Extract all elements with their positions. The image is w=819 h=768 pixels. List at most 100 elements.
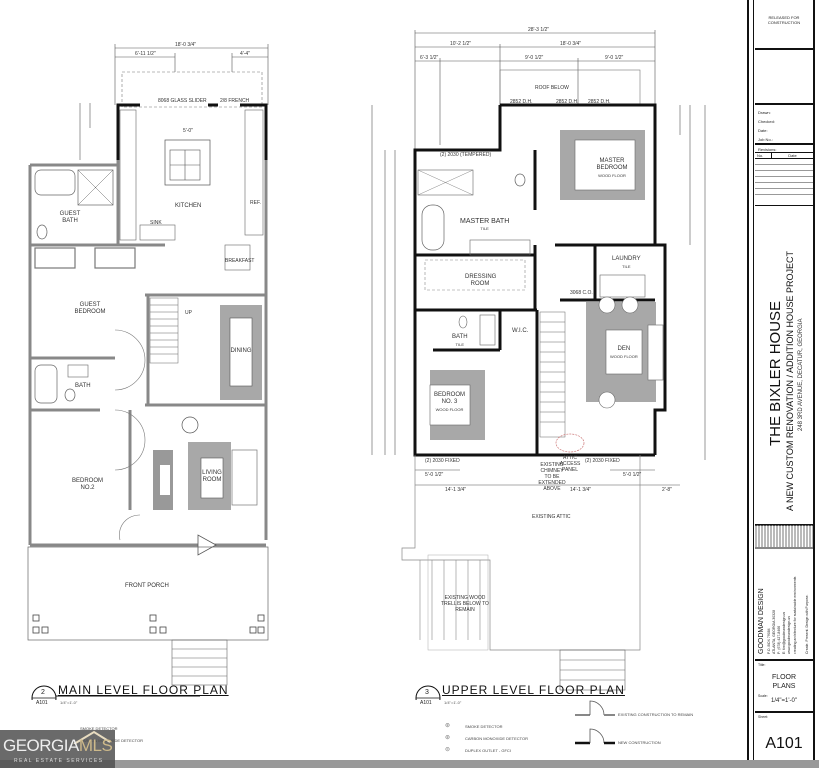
dim-bottom-sub-l: 5'-0 1/2"	[425, 472, 444, 478]
window-5: (2) 2030 FIXED	[425, 458, 460, 464]
release-text: RELEASED FOR CONSTRUCTION	[767, 15, 801, 25]
bottom-bar	[0, 760, 819, 768]
room-master-bath-floor: TILE	[480, 226, 489, 231]
firm-line-3: P: (678) 427-8466	[777, 625, 781, 654]
sheet-title-label: Title:	[758, 663, 766, 667]
room-master-bath: MASTER BATH TILE	[460, 218, 509, 232]
upper-plan-drawing	[371, 30, 706, 700]
field-date: Date:	[758, 128, 768, 133]
opening-slider: 8068 GLASS SLIDER	[158, 98, 207, 104]
dim-left: 6'-11 1/2"	[135, 51, 156, 57]
room-bedroom-3-floor: WOOD FLOOR	[435, 407, 464, 412]
revisions-col-date: Date	[788, 153, 797, 158]
room-bath-upper-name: BATH	[452, 334, 468, 340]
label-ref: REF.	[250, 200, 261, 206]
label-attic-panel: ATTIC ACCESS PANEL	[559, 455, 581, 473]
smoke-detector-icon: ⊛	[445, 723, 451, 729]
window-4: (2) 2030 (TEMPERED)	[440, 152, 492, 158]
brand-georgia: GEORGIA	[3, 736, 79, 755]
legend-smoke: SMOKE DETECTOR	[80, 726, 118, 731]
firm-cell: GOODMAN DESIGN P.O. BOX 79084 ATLANTA, G…	[755, 549, 813, 661]
label-door-3068: 3068 C.O.	[570, 290, 593, 296]
dim-upper-overall: 28'-3 1/2"	[528, 27, 550, 33]
revisions-cell: Revisions: No. Date	[755, 145, 813, 203]
bubble-number: 2	[41, 689, 45, 696]
brand-tagline: REAL ESTATE SERVICES	[14, 758, 104, 764]
room-laundry-floor: TILE	[622, 264, 631, 269]
room-bedroom-3-name: BEDROOM NO. 3	[433, 392, 465, 405]
field-job: Job No.:	[758, 137, 773, 142]
label-sink: SINK	[150, 220, 162, 226]
sheet-number-cell: Sheet: A101	[755, 713, 813, 760]
sheet-number: A101	[765, 735, 803, 752]
room-bedroom-2: BEDROOM NO.2	[71, 478, 103, 491]
legend-upper-smoke: SMOKE DETECTOR	[465, 724, 503, 729]
sheet-title: FLOOR PLANS	[771, 674, 797, 690]
dim-upper-sub3: 9'-0 1/2"	[605, 55, 624, 61]
bubble-sheet-upper: A101	[420, 700, 432, 706]
room-guest-bath: GUEST BATH	[59, 211, 81, 224]
scale-label: Scale:	[758, 694, 768, 698]
room-dressing: DRESSING ROOM	[465, 274, 497, 287]
sheet-title-cell: Title: FLOOR PLANS Scale: 1/4"=1'-0"	[755, 661, 813, 713]
plan-title-main: MAIN LEVEL FLOOR PLAN	[58, 683, 229, 697]
construction-legend-drawing	[575, 700, 615, 745]
room-den-name: DEN	[617, 346, 631, 352]
firm-line-4: E: tim@goodmandesign.us	[782, 611, 786, 654]
room-wic: W.I.C.	[512, 328, 529, 334]
room-master-bedroom: MASTER BEDROOM WOOD FLOOR	[592, 158, 632, 179]
firm-line-7: Create. Present. Design with Purpose.	[805, 594, 809, 654]
room-master-bedroom-name: MASTER BEDROOM	[596, 158, 628, 171]
dim-bottom-extra: 2'-8"	[662, 487, 672, 493]
bubble-sheet: A101	[36, 700, 48, 706]
georgia-mls-watermark: GEORGIAMLS REAL ESTATE SERVICES	[0, 730, 115, 768]
firm-name: GOODMAN DESIGN	[758, 588, 765, 654]
field-checked: Checked:	[758, 119, 775, 124]
project-title: THE BIXLER HOUSE	[767, 300, 784, 446]
drawn-cell: Drawn: Checked: Date: Job No.:	[755, 105, 813, 145]
room-den: DEN WOOD FLOOR	[610, 346, 638, 360]
room-bath: BATH	[75, 383, 91, 389]
firm-line-1: P.O. BOX 79084	[767, 628, 771, 654]
brand-mls: MLS	[78, 736, 113, 755]
release-cell: RELEASED FOR CONSTRUCTION	[755, 0, 813, 50]
window-2: 2852 D.H.	[556, 99, 579, 105]
label-trellis: EXISTING WOOD TRELLIS BELOW TO REMAIN	[441, 595, 489, 613]
opening-french: 2/8 FRENCH	[220, 98, 250, 104]
main-level-plan: 18'-0 3/4" 6'-11 1/2" 4'-4" 8068 GLASS S…	[0, 0, 300, 743]
dim-upper-sub1: 6'-3 1/2"	[420, 55, 439, 61]
room-living: LIVING ROOM	[202, 470, 222, 483]
window-3: 2852 D.H.	[588, 99, 611, 105]
project-subtitle: A NEW CUSTOM RENOVATION / ADDITION HOUSE…	[785, 250, 795, 511]
legend-upper-co: CARBON MONOXIDE DETECTOR	[465, 736, 529, 741]
revisions-col-no: No.	[755, 153, 772, 158]
legend-new: NEW CONSTRUCTION	[618, 740, 661, 745]
room-master-bath-name: MASTER BATH	[460, 218, 510, 225]
upper-level-plan: 28'-3 1/2" 10'-2 1/2" 18'-0 3/4" 6'-3 1/…	[360, 0, 745, 760]
room-kitchen: KITCHEN	[175, 203, 202, 209]
dim-right: 4'-4"	[240, 51, 250, 57]
co-detector-icon: ⊛	[445, 735, 451, 741]
stamp-cell	[755, 50, 813, 105]
label-chimney: EXISTING CHIMNEY TO BE EXTENDED ABOVE	[538, 462, 566, 492]
dim-overall: 18'-0 3/4"	[175, 42, 197, 48]
plan-scale-main: 1/4"=1'-0"	[60, 700, 78, 705]
room-bath-upper: BATH TILE	[452, 334, 468, 348]
label-existing-attic: EXISTING ATTIC	[532, 514, 571, 520]
label-breakfast: BREAKFAST	[225, 258, 255, 264]
firm-line-5: www.goodmandesign.us	[787, 616, 791, 654]
dim-bottom-sub-r: 5'-0 1/2"	[623, 472, 642, 478]
sheet-label: Sheet:	[758, 715, 769, 719]
window-6: (2) 2030 FIXED	[585, 458, 620, 464]
roof-logo-icon	[73, 730, 111, 744]
dim-bottom-left: 14'-1 3/4"	[445, 487, 467, 493]
legend-upper-outlet: DUPLEX OUTLET - GFCI	[465, 748, 511, 753]
firm-line-6: creating architecture for sustainable en…	[793, 576, 797, 654]
main-plan-drawing	[27, 44, 269, 700]
plan-scale-upper: 1/4"=1'-0"	[444, 700, 462, 705]
dim-upper-left: 10'-2 1/2"	[450, 41, 472, 47]
revisions-label: Revisions:	[758, 147, 777, 152]
label-up: UP	[185, 310, 192, 316]
room-bedroom-3: BEDROOM NO. 3 WOOD FLOOR	[432, 392, 467, 413]
room-den-floor: WOOD FLOOR	[610, 354, 638, 359]
